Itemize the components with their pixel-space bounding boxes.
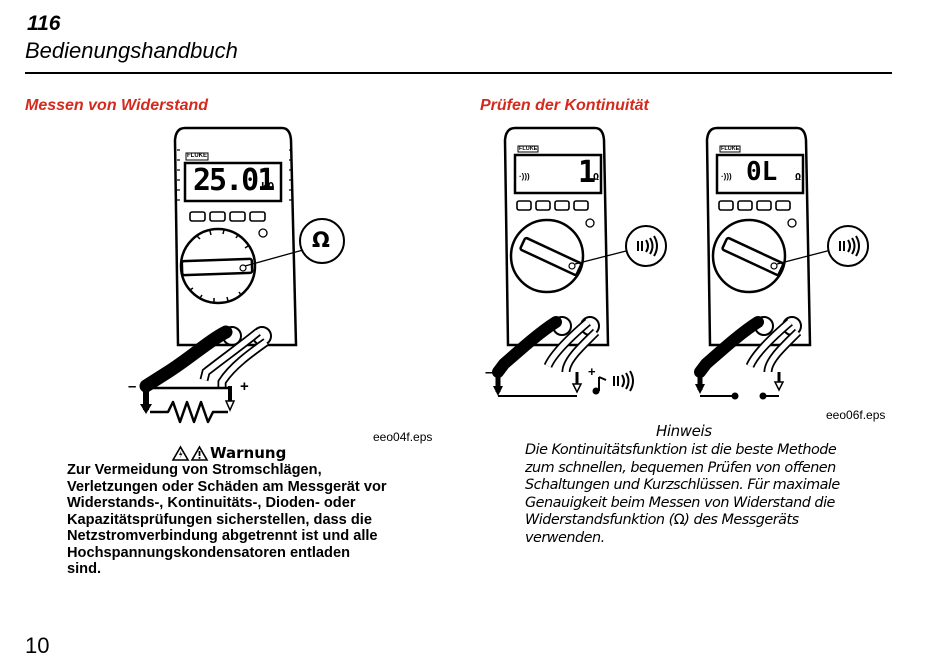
multimeter-b-body: [705, 126, 812, 347]
section-title-continuity: Prüfen der Kontinuität: [480, 97, 649, 114]
note-text: Die Kontinuitätsfunktion ist die beste M…: [525, 442, 865, 547]
note-text-part-2: ) des Messgeräts verwenden.: [525, 512, 799, 546]
lcd-unit: kΩ: [261, 180, 275, 193]
ohm-callout-symbol: Ω: [312, 228, 330, 252]
multimeter-body: [173, 126, 298, 347]
lcd-b-reading: 0L: [746, 157, 778, 187]
warning-text: Zur Vermeidung von Stromschlägen, Verlet…: [67, 462, 387, 577]
manual-title: Bedienungshandbuch: [25, 38, 238, 63]
lcd-a-continuity-indicator: ·))): [519, 172, 530, 181]
ohm-symbol: Ω: [673, 512, 685, 528]
figure-caption-eeo06f: eeo06f.eps: [826, 408, 886, 422]
lcd-a-unit: Ω: [593, 172, 600, 183]
resistor-symbol: [150, 400, 228, 424]
section-title-resistance: Messen von Widerstand: [25, 97, 209, 114]
note-text-part-1: Die Kontinuitätsfunktion ist die beste M…: [525, 442, 840, 528]
header-rule: [25, 72, 892, 74]
meter-brand-label: FLUKE: [187, 153, 207, 159]
test-leads: [139, 325, 269, 414]
manual-model-number: 116: [27, 12, 61, 35]
lcd-a-reading: 1: [578, 155, 597, 190]
warning-heading-label: Warnung: [210, 444, 287, 462]
note-heading: Hinweis: [656, 422, 712, 440]
positive-lead-sign: +: [240, 378, 249, 395]
negative-lead-sign: –: [128, 378, 137, 395]
beeper-note-icon: [592, 370, 634, 395]
electric-shock-warning-icon: [171, 444, 190, 461]
lcd-b-continuity-indicator: ·))): [721, 172, 732, 181]
meter-b-brand-label: FLUKE: [721, 146, 740, 152]
warning-heading: Warnung: [171, 444, 287, 462]
positive-lead-sign-continuity: +: [588, 364, 596, 379]
lcd-b-unit: Ω: [795, 172, 802, 183]
page-number: 10: [25, 633, 50, 658]
meter-a-brand-label: FLUKE: [519, 146, 538, 152]
negative-lead-sign-continuity: –: [485, 364, 494, 381]
multimeter-a-body: [503, 126, 610, 347]
lcd-reading: 25.01: [193, 163, 275, 198]
caution-triangle-icon: [190, 444, 209, 461]
figure-caption-eeo04f: eeo04f.eps: [373, 430, 433, 444]
